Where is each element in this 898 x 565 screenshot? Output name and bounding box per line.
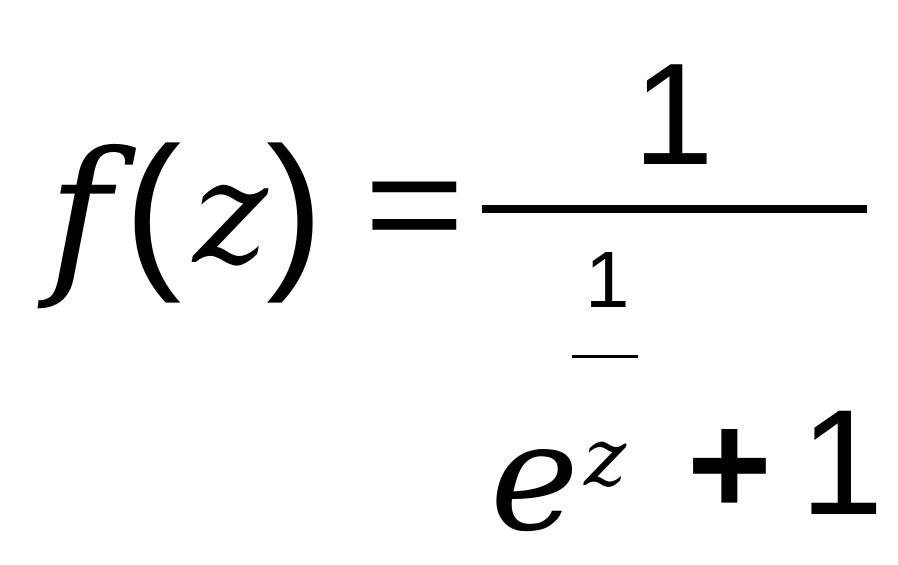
equals-sign: = <box>364 119 465 287</box>
exponent-numerator: 1 <box>585 235 630 324</box>
function-variable: z <box>193 131 268 296</box>
fraction-numerator: 1 <box>633 33 714 195</box>
denominator-constant: 1 <box>800 378 884 546</box>
exponential-base: e <box>490 391 579 565</box>
plus-sign: + <box>687 383 772 545</box>
right-parenthesis: ) <box>266 112 324 304</box>
exponent-denominator: z <box>584 411 627 504</box>
fraction-bar <box>482 205 867 213</box>
left-parenthesis: ( <box>124 112 182 304</box>
exponent-fraction-bar <box>572 355 638 358</box>
function-name: f <box>48 116 111 314</box>
